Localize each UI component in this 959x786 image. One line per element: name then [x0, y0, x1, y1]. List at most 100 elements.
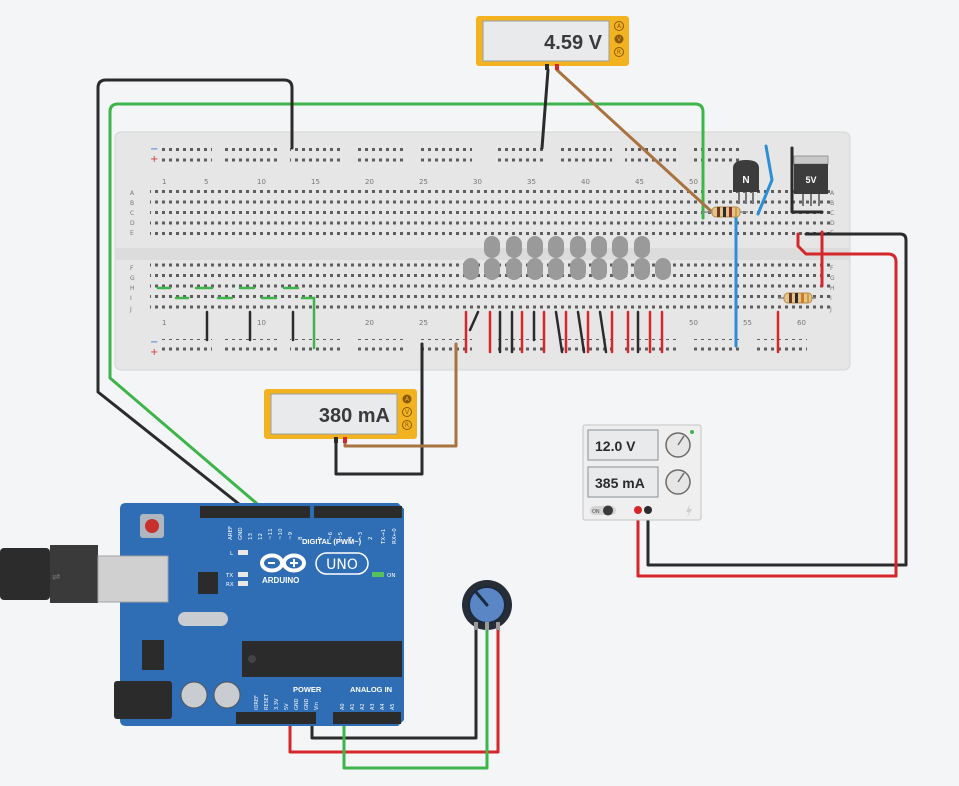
pin-label: 2: [368, 537, 374, 541]
led[interactable]: [591, 258, 607, 280]
pin-label: ~10: [278, 528, 284, 540]
rail-plus-top: +: [150, 154, 158, 165]
col-number: 15: [311, 178, 320, 186]
arduino-model: UNO: [326, 557, 358, 573]
led-array[interactable]: [463, 236, 671, 280]
rail-minus-bottom: −: [150, 337, 158, 348]
voltmeter-reading: 4.59 V: [544, 32, 602, 54]
pin-label: 4: [348, 536, 354, 540]
col-number: 1: [162, 178, 166, 186]
digital-header[interactable]: [314, 506, 402, 518]
mode-a[interactable]: A: [617, 23, 622, 30]
mode-r[interactable]: R: [617, 49, 621, 56]
led[interactable]: [506, 236, 522, 258]
ammeter[interactable]: 380 mA A V R: [264, 389, 417, 443]
col-number: 20: [365, 319, 374, 327]
supply-negative-terminal[interactable]: [644, 506, 652, 514]
led[interactable]: [655, 258, 671, 280]
infinity-logo-icon: [260, 553, 306, 573]
arduino-uno-board[interactable]: AREF GND 13 12 ~11 ~10 ~9 8 7 ~6 ~5 4 ~3…: [97, 503, 404, 726]
row-letter: C: [130, 210, 134, 217]
row-letter: B: [830, 200, 834, 207]
row-letter: C: [830, 210, 834, 217]
pin-label: 12: [258, 533, 264, 540]
mode-v[interactable]: V: [617, 36, 622, 43]
switch-label: ON: [592, 509, 600, 515]
led[interactable]: [548, 236, 564, 258]
voltmeter-pos-terminal[interactable]: [555, 64, 559, 70]
mode-v[interactable]: V: [405, 409, 410, 416]
led[interactable]: [463, 258, 479, 280]
digital-header[interactable]: [200, 506, 310, 518]
led[interactable]: [506, 258, 522, 280]
voltmeter-com-terminal[interactable]: [545, 64, 549, 70]
resistor-top[interactable]: [702, 206, 748, 218]
col-number: 30: [473, 178, 482, 186]
pin-label: RX←0: [392, 528, 398, 544]
potentiometer[interactable]: [462, 580, 512, 630]
analog-label: ANALOG IN: [350, 685, 392, 694]
led[interactable]: [484, 236, 500, 258]
pin-label: A3: [370, 703, 376, 710]
pot-red-wire[interactable]: [288, 626, 500, 754]
led-label-l: L: [230, 551, 234, 557]
pot-green-wire[interactable]: [342, 626, 489, 770]
ammeter-pos-terminal[interactable]: [343, 437, 347, 443]
row-letter: A: [830, 190, 835, 197]
led[interactable]: [634, 236, 650, 258]
supply-black-wire[interactable]: [646, 232, 908, 567]
breadboard[interactable]: − + − +: [114, 131, 851, 371]
voltage-regulator[interactable]: 5V: [793, 155, 829, 206]
voltmeter-black-probe[interactable]: [540, 68, 550, 150]
led[interactable]: [570, 236, 586, 258]
ammeter-black-wire[interactable]: [334, 342, 424, 476]
mode-r[interactable]: R: [405, 422, 409, 429]
ammeter-com-terminal[interactable]: [334, 437, 338, 443]
pin-label: AREF: [228, 526, 234, 540]
blue-wire[interactable]: [756, 144, 774, 216]
led[interactable]: [634, 258, 650, 280]
row-letter: J: [129, 306, 132, 313]
pin-label: 8: [298, 536, 304, 540]
led[interactable]: [612, 236, 628, 258]
col-number: 25: [419, 178, 428, 186]
black-reg-wire[interactable]: [790, 146, 824, 214]
led[interactable]: [612, 258, 628, 280]
led[interactable]: [527, 236, 543, 258]
pin-label: A0: [340, 703, 346, 710]
supply-voltage: 12.0 V: [595, 438, 636, 454]
jumper-wires[interactable]: [156, 286, 780, 354]
analog-header[interactable]: [333, 712, 401, 724]
resistor-bottom[interactable]: [778, 292, 816, 304]
on-label: ON: [387, 573, 395, 579]
voltmeter-brown-probe[interactable]: [555, 68, 714, 214]
col-number: 10: [257, 178, 266, 186]
col-number: 60: [797, 319, 806, 327]
col-number: 10: [257, 319, 266, 327]
black-wire[interactable]: [96, 78, 294, 510]
voltmeter[interactable]: 4.59 V A V R: [476, 16, 629, 70]
led[interactable]: [591, 236, 607, 258]
row-letter: I: [130, 295, 132, 302]
top-power-rail[interactable]: [160, 146, 742, 163]
led[interactable]: [527, 258, 543, 280]
supply-positive-terminal[interactable]: [634, 506, 642, 514]
power-header[interactable]: [236, 712, 316, 724]
led[interactable]: [484, 258, 500, 280]
supply-red-wire[interactable]: [636, 232, 898, 578]
green-wire[interactable]: [108, 102, 705, 510]
pin-label: IOREF: [254, 695, 260, 710]
mode-a[interactable]: A: [405, 396, 410, 403]
led[interactable]: [548, 258, 564, 280]
regulator-label: 5V: [805, 175, 816, 185]
npn-transistor[interactable]: N: [733, 160, 759, 204]
row-letter: H: [130, 285, 135, 292]
potentiometer-knob-icon[interactable]: [468, 586, 506, 624]
led[interactable]: [570, 258, 586, 280]
pin-label: RESET: [264, 693, 270, 710]
pin-label: A1: [350, 703, 356, 710]
pin-label: 3.3V: [274, 698, 280, 710]
row-letter: G: [830, 275, 835, 282]
power-supply[interactable]: 12.0 V 385 mA ON: [582, 424, 702, 521]
